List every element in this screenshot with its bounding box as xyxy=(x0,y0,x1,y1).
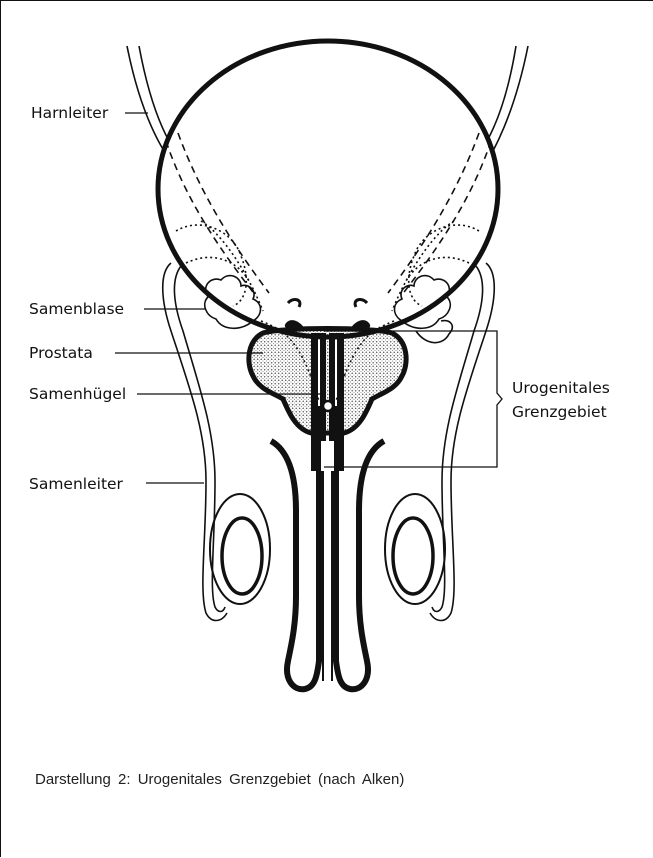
prostate xyxy=(249,329,406,434)
label-prostata: Prostata xyxy=(29,344,93,362)
seminal-colliculus xyxy=(323,401,333,411)
leader-lines xyxy=(115,113,323,483)
label-samenhuegel: Samenhügel xyxy=(29,385,126,403)
label-samenblase: Samenblase xyxy=(29,300,124,318)
label-urogenital-line1: Urogenitales xyxy=(512,379,610,397)
testis-right xyxy=(385,494,445,604)
label-urogenital-line2: Grenzgebiet xyxy=(512,403,607,421)
testis-left xyxy=(210,494,270,604)
ureter-right xyxy=(487,46,528,151)
bladder xyxy=(158,41,498,337)
ureter-left xyxy=(127,46,169,151)
vas-deferens-left xyxy=(163,263,227,621)
ureteral-orifice-left xyxy=(288,300,300,307)
figure-caption: Darstellung 2: Urogenitales Grenzgebiet … xyxy=(35,769,625,791)
vas-deferens-right xyxy=(430,263,494,621)
label-samenleiter: Samenleiter xyxy=(29,475,124,493)
label-harnleiter: Harnleiter xyxy=(31,104,109,122)
ureteral-orifice-right xyxy=(355,300,367,307)
penile-urethra xyxy=(271,441,384,689)
